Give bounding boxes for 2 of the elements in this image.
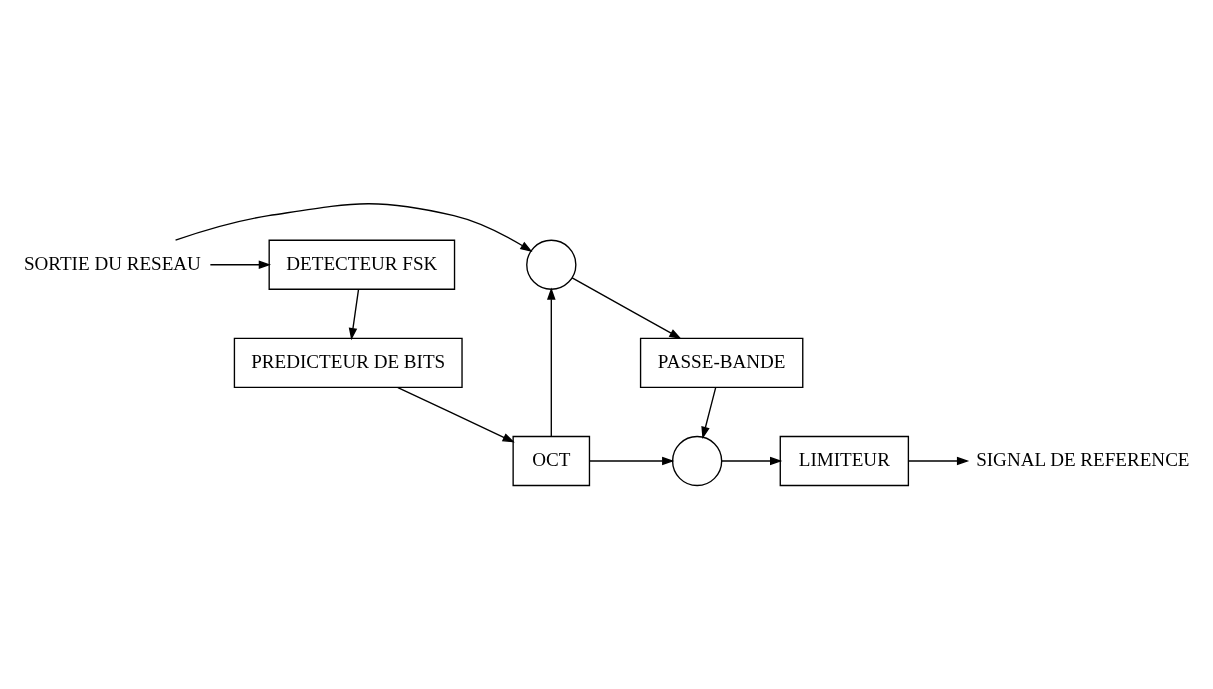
node-text: SIGNAL DE REFERENCE: [976, 449, 1190, 471]
node-text: SORTIE DU RESEAU: [23, 252, 201, 274]
